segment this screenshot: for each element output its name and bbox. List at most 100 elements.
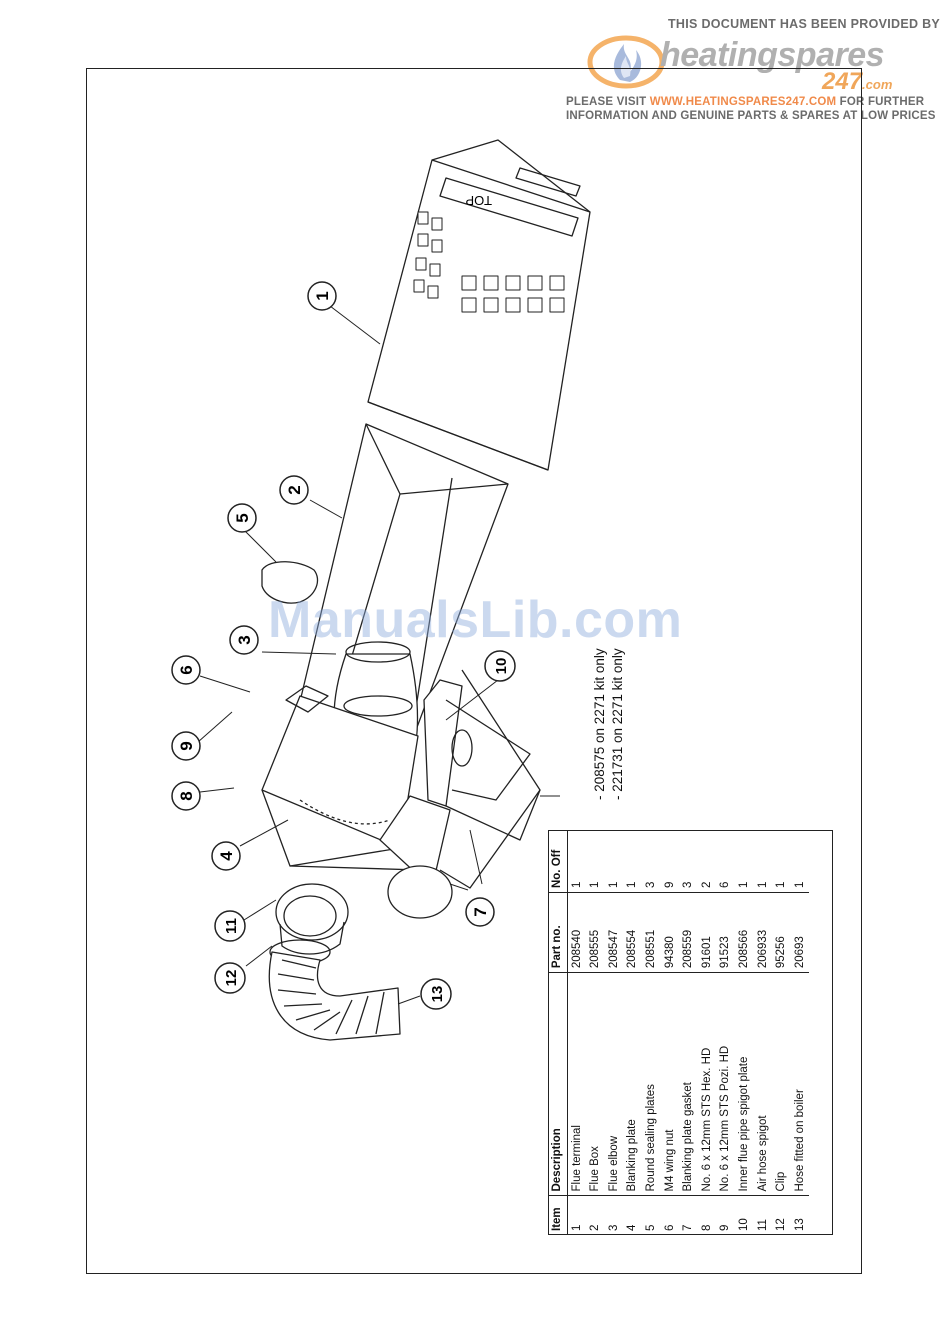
cell-description: Flue terminal — [567, 972, 587, 1196]
callout-5[interactable]: 5 — [227, 503, 257, 533]
logo-wordmark: heatingspares — [660, 36, 885, 74]
header-description: Description — [548, 972, 568, 1196]
heatingspares-logo[interactable]: heatingspares 247.com — [586, 28, 926, 98]
header-part-no: Part no. — [548, 892, 568, 973]
cell-description: M4 wing nut — [660, 972, 680, 1196]
cell-part-no: 208559 — [679, 892, 698, 973]
cell-item: 2 — [586, 1196, 605, 1235]
cell-part-no: 208540 — [567, 892, 587, 973]
callout-1[interactable]: 1 — [307, 281, 337, 311]
hose-shape — [268, 951, 401, 1041]
cell-item: 4 — [623, 1196, 642, 1235]
cell-description: Inner flue pipe spigot plate — [734, 972, 754, 1196]
callout-2[interactable]: 2 — [279, 475, 309, 505]
cell-part-no: 208555 — [586, 892, 605, 973]
callout-6-label: 6 — [177, 665, 196, 674]
cell-description: Blanking plate gasket — [679, 972, 698, 1196]
cell-item: 3 — [604, 1196, 624, 1235]
cell-item: 12 — [772, 1196, 791, 1235]
callout-group: 1 2 3 4 5 6 7 8 9 10 11 12 13 — [171, 281, 516, 1010]
callout-4-label: 4 — [217, 851, 236, 861]
info-line: INFORMATION AND GENUINE PARTS & SPARES A… — [566, 110, 936, 122]
cell-item: 13 — [790, 1196, 810, 1235]
visit-url-link[interactable]: WWW.HEATINGSPARES247.COM — [649, 96, 837, 108]
cell-description: Clip — [772, 972, 791, 1196]
cell-no-off: 1 — [756, 881, 769, 889]
callout-13-label: 13 — [429, 986, 446, 1003]
callout-10[interactable]: 10 — [484, 650, 516, 682]
visit-suffix: FOR FURTHER — [839, 96, 925, 108]
cell-item: 1 — [567, 1196, 587, 1235]
callout-6[interactable]: 6 — [171, 655, 201, 685]
cell-part-no: 91601 — [697, 892, 717, 973]
callout-3-label: 3 — [235, 635, 254, 644]
air-hose-spigot-shape — [275, 883, 349, 955]
cell-no-off: 1 — [570, 881, 583, 889]
cell-no-off: 2 — [700, 881, 713, 889]
header-no-off: No. Off — [548, 830, 568, 893]
cell-no-off: 1 — [775, 881, 788, 889]
cell-no-off: 9 — [663, 881, 676, 889]
cell-no-off: 3 — [682, 881, 695, 889]
callout-7-label: 7 — [471, 907, 490, 916]
callout-11[interactable]: 11 — [214, 910, 246, 942]
callout-7[interactable]: 7 — [465, 897, 495, 927]
callout-5-label: 5 — [233, 513, 252, 522]
callout-4[interactable]: 4 — [211, 841, 241, 871]
cell-description: Blanking plate — [623, 972, 642, 1196]
table-header-row: Item Description Part no. No. Off — [548, 830, 568, 1235]
blanking-plate-shape — [261, 685, 421, 871]
visit-prefix: PLEASE VISIT — [566, 96, 647, 108]
cell-no-off: 1 — [626, 881, 639, 889]
cell-item: 9 — [716, 1196, 735, 1235]
callout-13[interactable]: 13 — [420, 978, 452, 1010]
round-sealing-plate-shape — [261, 561, 319, 604]
cell-description: Air hose spigot — [753, 972, 773, 1196]
cell-no-off: 3 — [644, 881, 657, 889]
logo-number: 247.com — [822, 68, 892, 96]
provided-by-text: THIS DOCUMENT HAS BEEN PROVIDED BY — [668, 17, 941, 31]
cell-item: 8 — [697, 1196, 717, 1235]
note-kit-2: - 221731 on 2271 kit only — [610, 648, 625, 800]
cell-no-off: 1 — [793, 881, 806, 889]
cell-part-no: 208566 — [734, 892, 754, 973]
cell-description: Round sealing plates — [641, 972, 661, 1196]
spigot-plate-shape — [423, 669, 541, 889]
cell-description: Hose fitted on boiler — [790, 972, 810, 1196]
callout-9-label: 9 — [177, 741, 196, 750]
logo-number-value: 247 — [822, 68, 863, 95]
note-kit-1: - 208575 on 2271 kit only — [592, 648, 607, 800]
cell-description: Flue Box — [586, 972, 605, 1196]
callout-9[interactable]: 9 — [171, 731, 201, 761]
cell-part-no: 208547 — [604, 892, 624, 973]
cell-item: 5 — [641, 1196, 661, 1235]
cell-part-no: 206933 — [753, 892, 773, 973]
callout-12-label: 12 — [223, 970, 240, 987]
terminal-top-label: TOP — [466, 193, 493, 208]
visit-line: PLEASE VISIT WWW.HEATINGSPARES247.COM FO… — [566, 96, 924, 108]
callout-8[interactable]: 8 — [171, 781, 201, 811]
cell-part-no: 20693 — [790, 892, 810, 973]
cell-part-no: 95256 — [772, 892, 791, 973]
callout-12[interactable]: 12 — [214, 962, 246, 994]
cell-item: 11 — [753, 1196, 773, 1235]
cell-item: 6 — [660, 1196, 680, 1235]
flue-terminal-shape — [367, 139, 591, 471]
callout-3[interactable]: 3 — [229, 625, 259, 655]
cell-no-off: 6 — [719, 881, 732, 889]
callout-11-label: 11 — [223, 918, 240, 934]
